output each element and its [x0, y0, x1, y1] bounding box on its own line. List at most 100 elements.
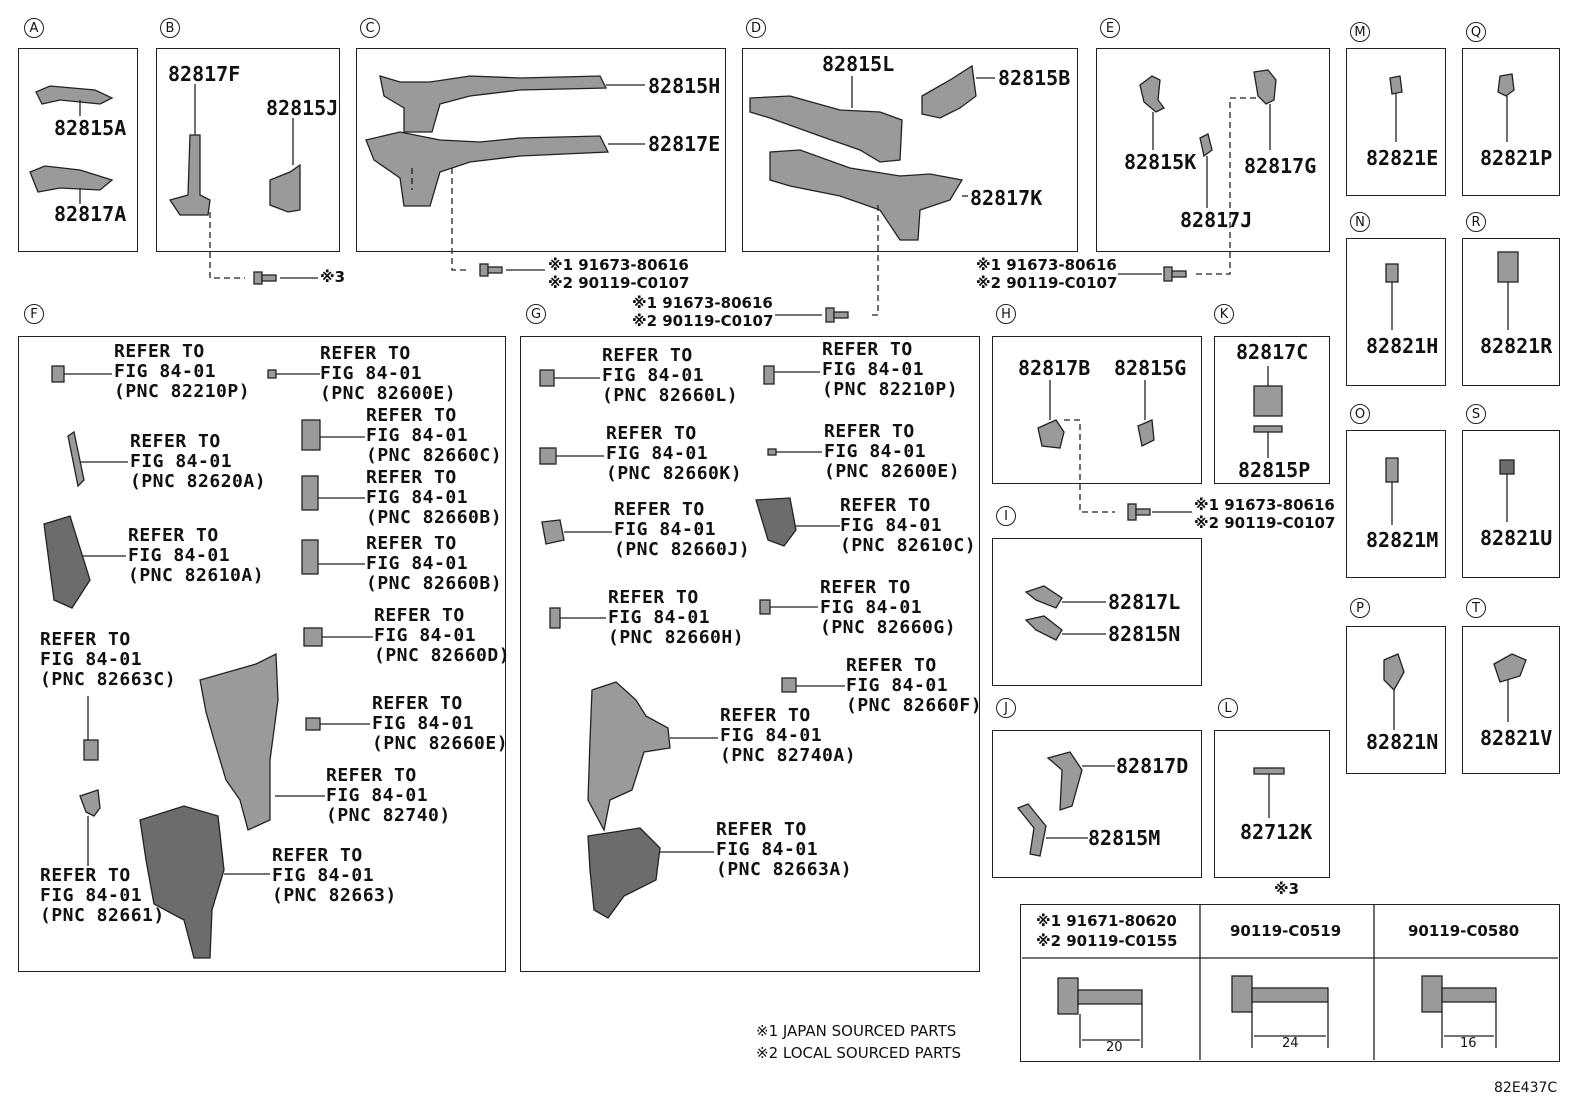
bolt-callout: ※3 — [320, 268, 346, 286]
refer-label: REFER TO FIG 84-01 (PNC 82663C) — [40, 629, 177, 690]
bolt-length: 20 — [1106, 1040, 1123, 1055]
part-number: 82821P — [1480, 146, 1553, 170]
refer-label: REFER TO FIG 84-01 (PNC 82660B) — [366, 533, 503, 594]
section-I-marker: I — [996, 506, 1016, 526]
section-S-marker: S — [1466, 404, 1486, 424]
box-H — [992, 336, 1202, 484]
part-82815H-drawing — [379, 75, 608, 133]
refer-label: REFER TO FIG 84-01 (PNC 82660E) — [372, 693, 509, 754]
part-number: 82815M — [1088, 826, 1161, 850]
part-number: 82817L — [1108, 590, 1181, 614]
box-R — [1462, 238, 1560, 386]
section-M-marker: M — [1350, 22, 1370, 42]
part-number: 82815N — [1108, 622, 1181, 646]
section-Q-marker: Q — [1466, 22, 1486, 42]
bolt-callout: ※2 90119-C0107 — [632, 312, 774, 330]
bolt-table-drawings — [1022, 905, 1558, 1060]
section-F-marker: F — [24, 304, 44, 324]
box-P — [1346, 626, 1446, 774]
refer-label: REFER TO FIG 84-01 (PNC 82740) — [326, 765, 451, 826]
bolt-callout: ※1 91673-80616 — [632, 294, 773, 312]
box-N — [1346, 238, 1446, 386]
bolt-d-drawing — [825, 307, 849, 323]
part-82821V-drawing — [1493, 653, 1527, 683]
refer-label: REFER TO FIG 84-01 (PNC 82210P) — [114, 341, 251, 402]
part-number: 82815H — [648, 74, 721, 98]
section-D-marker: D — [746, 18, 766, 38]
bolt-table — [1020, 904, 1560, 1062]
part-82817E-drawing — [365, 131, 610, 207]
section-G-marker: G — [526, 304, 546, 324]
part-82815N-drawing — [1024, 615, 1063, 641]
part-number: 82815B — [998, 66, 1071, 90]
section-F-drawings — [43, 365, 373, 959]
part-number: 82815G — [1114, 356, 1187, 380]
part-number: 82821N — [1366, 730, 1439, 754]
part-number: 82817E — [648, 132, 721, 156]
part-number: 82817F — [168, 62, 241, 86]
refer-label: REFER TO FIG 84-01 (PNC 82660J) — [614, 499, 751, 560]
part-number: 82815J — [266, 96, 339, 120]
section-G-drawings — [539, 365, 845, 919]
note-japan-sourced: ※1 JAPAN SOURCED PARTS — [756, 1022, 957, 1040]
refer-label: REFER TO FIG 84-01 (PNC 82740A) — [720, 705, 857, 766]
part-number: 82821R — [1480, 334, 1553, 358]
part-number: 82821V — [1480, 726, 1553, 750]
section-T-marker: T — [1466, 598, 1486, 618]
box-F — [18, 336, 506, 972]
part-number: 82817B — [1018, 356, 1091, 380]
box-L — [1214, 730, 1330, 878]
part-82815G-drawing — [1137, 419, 1155, 447]
box-O — [1346, 430, 1446, 578]
figure-code: 82E437C — [1494, 1080, 1558, 1096]
part-82815A-drawing — [35, 85, 114, 105]
part-82821E-drawing — [1389, 75, 1403, 95]
box-D — [742, 48, 1078, 252]
part-number: 82815A — [54, 116, 127, 140]
bolt-b-drawing — [253, 271, 277, 285]
bolt-callout: ※1 91673-80616 — [976, 256, 1117, 274]
part-82817L-drawing — [1024, 585, 1063, 609]
part-82817D-drawing — [1046, 751, 1083, 811]
section-H-marker: H — [996, 304, 1016, 324]
section-P-marker: P — [1350, 598, 1370, 618]
part-number: 82817G — [1244, 154, 1317, 178]
part-82815B-drawing — [921, 64, 977, 119]
box-S — [1462, 430, 1560, 578]
refer-label: REFER TO FIG 84-01 (PNC 82663A) — [716, 819, 853, 880]
box-I — [992, 538, 1202, 686]
box-E — [1096, 48, 1330, 252]
section-K-marker: K — [1214, 304, 1234, 324]
box-A — [18, 48, 138, 252]
part-82815K-drawing — [1139, 75, 1165, 113]
bolt-table-col3: 90119-C0580 — [1408, 922, 1520, 940]
box-C — [356, 48, 726, 252]
refer-label: REFER TO FIG 84-01 (PNC 82660L) — [602, 345, 739, 406]
box-G — [520, 336, 980, 972]
part-number: 82821E — [1366, 146, 1439, 170]
part-number: 82712K — [1240, 820, 1313, 844]
part-number: 82815P — [1238, 458, 1311, 482]
refer-label: REFER TO FIG 84-01 (PNC 82610A) — [128, 525, 265, 586]
box-K — [1214, 336, 1330, 484]
refer-label: REFER TO FIG 84-01 (PNC 82660H) — [608, 587, 745, 648]
bolt-table-col1-line1: ※1 91671-80620 — [1036, 912, 1177, 930]
part-number: 82821U — [1480, 526, 1553, 550]
bolt-callout: ※2 90119-C0107 — [1194, 514, 1336, 532]
part-number: 82821M — [1366, 528, 1439, 552]
part-number: 82817A — [54, 202, 127, 226]
bolt-e-drawing — [1163, 266, 1187, 282]
part-82817F-drawing — [168, 134, 211, 216]
refer-label: REFER TO FIG 84-01 (PNC 82660B) — [366, 467, 503, 528]
part-82817K-drawing — [769, 149, 964, 241]
part-82815M-drawing — [1016, 803, 1047, 857]
refer-label: REFER TO FIG 84-01 (PNC 82660G) — [820, 577, 957, 638]
part-82821N-drawing — [1383, 653, 1405, 692]
refer-label: REFER TO FIG 84-01 (PNC 82661) — [40, 865, 165, 926]
refer-label: REFER TO FIG 84-01 (PNC 82620A) — [130, 431, 267, 492]
bolt-h-drawing — [1127, 503, 1151, 521]
refer-label: REFER TO FIG 84-01 (PNC 82660D) — [374, 605, 511, 666]
part-82821P-drawing — [1497, 73, 1515, 97]
refer-label: REFER TO FIG 84-01 (PNC 82663) — [272, 845, 397, 906]
